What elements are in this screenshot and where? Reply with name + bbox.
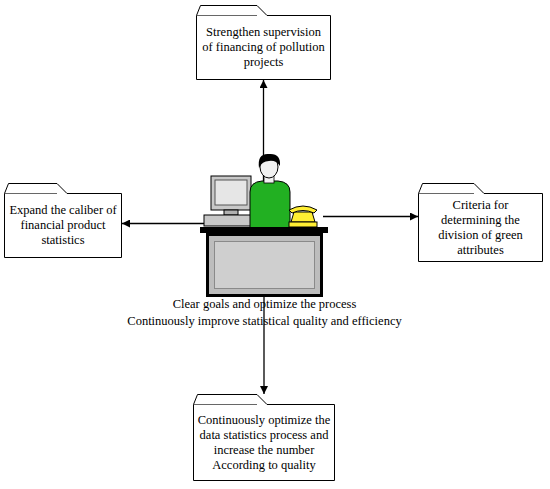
keyboard <box>204 215 256 226</box>
box-label: Expand the caliber of financial product … <box>8 203 118 248</box>
box-label: Strengthen supervision of financing of p… <box>200 25 327 70</box>
folder-path <box>419 184 543 262</box>
folder-box: Criteria for determining the division of… <box>418 183 543 262</box>
arrow-connector <box>263 297 264 394</box>
person-neck <box>264 176 274 183</box>
text-holder: Expand the caliber of financial product … <box>8 195 118 256</box>
desk-panel <box>214 241 315 289</box>
text-holder: Clear goals and optimize the processCont… <box>109 296 420 330</box>
arrow-connector <box>323 216 418 217</box>
telephone-foot <box>289 222 317 227</box>
folder-path <box>194 395 335 481</box>
folder-tab-line <box>419 193 475 194</box>
monitor-screen <box>215 180 247 205</box>
telephone-base <box>291 212 315 222</box>
text-wrap: Continuously optimize the data statistic… <box>197 413 331 473</box>
folder-tab-line <box>194 404 258 405</box>
text-holder: Strengthen supervision of financing of p… <box>200 17 327 78</box>
desk-node: Clear goals and optimize the processCont… <box>206 233 323 297</box>
person-body <box>250 181 290 228</box>
text-wrap: Clear goals and optimize the processCont… <box>109 296 420 330</box>
text-wrap: Criteria for determining the division of… <box>422 198 539 258</box>
folder-box: Strengthen supervision of financing of p… <box>196 5 331 80</box>
desk-caption-line: Continuously improve statistical quality… <box>109 313 420 330</box>
box-label: Criteria for determining the division of… <box>422 198 539 258</box>
folder-tab-line <box>5 193 58 194</box>
desk-caption-line: Clear goals and optimize the process <box>109 296 420 313</box>
folder-path <box>5 184 122 258</box>
arrow-connector <box>263 80 264 233</box>
person-face <box>260 156 278 178</box>
folder-path <box>197 6 331 80</box>
person-hair <box>259 154 280 168</box>
telephone-handset <box>289 206 317 213</box>
text-wrap: Strengthen supervision of financing of p… <box>200 25 327 70</box>
monitor <box>211 176 251 210</box>
box-label: Continuously optimize the data statistic… <box>197 413 331 473</box>
arrow-connector <box>122 223 206 224</box>
text-holder: Continuously optimize the data statistic… <box>197 406 331 479</box>
text-holder: Criteria for determining the division of… <box>422 195 539 260</box>
text-wrap: Expand the caliber of financial product … <box>8 203 118 248</box>
desk-top <box>200 227 328 233</box>
folder-box: Expand the caliber of financial product … <box>4 183 122 258</box>
monitor-stand <box>224 210 238 215</box>
folder-box: Continuously optimize the data statistic… <box>193 394 335 481</box>
folder-tab-line <box>197 15 258 16</box>
